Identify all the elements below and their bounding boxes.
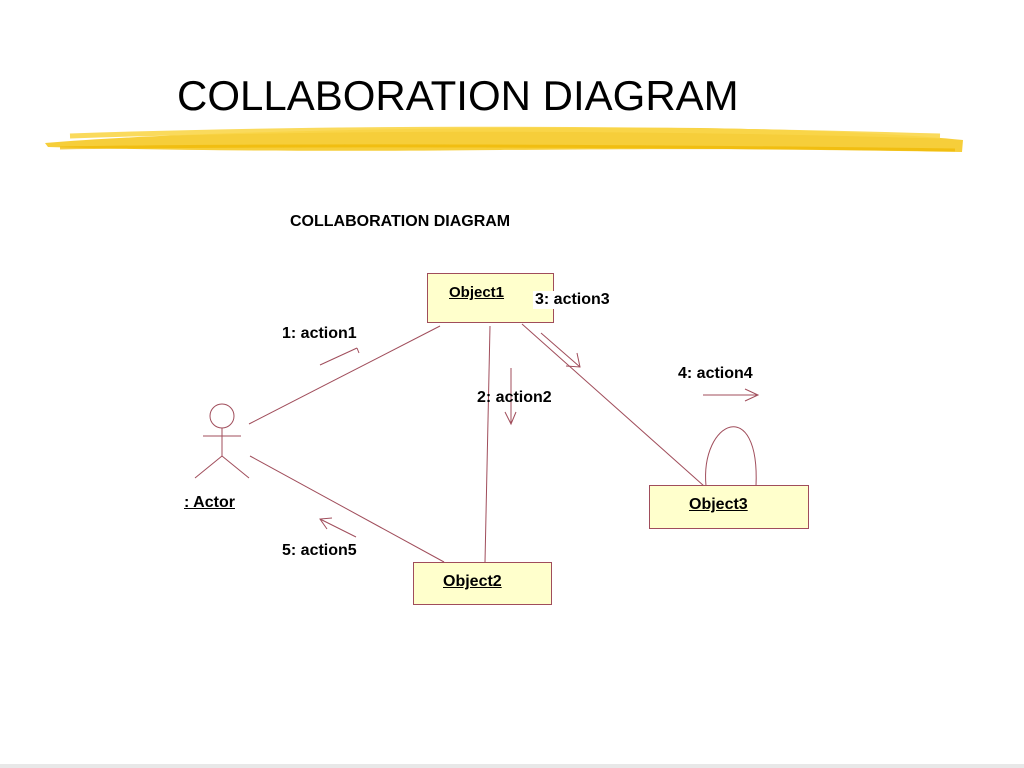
actor-label: : Actor: [184, 494, 235, 511]
arrow-action2: [504, 368, 517, 426]
arrow-action5: [319, 517, 357, 538]
actor-figure: [194, 403, 250, 479]
slide-title: COLLABORATION DIAGRAM: [177, 72, 739, 119]
object2-label: Object2: [443, 573, 502, 590]
message-label-action1: 1: action1: [282, 325, 357, 342]
arrow-action3: [540, 332, 581, 368]
arrow-action4: [703, 388, 760, 402]
title-highlight-stroke: [45, 126, 963, 152]
message-label-action4: 4: action4: [678, 365, 753, 382]
link-actor-object2: [249, 455, 445, 563]
link-object1-object3: [521, 323, 705, 487]
link-actor-object1: [248, 325, 441, 425]
message-label-action3: 3: action3: [533, 291, 612, 309]
message-label-action5: 5: action5: [282, 542, 357, 559]
object1-label: Object1: [449, 284, 505, 301]
object1-box[interactable]: [427, 273, 554, 323]
message-label-action2: 2: action2: [477, 389, 552, 406]
link-object1-object2: [484, 325, 491, 563]
self-loop-object3: [705, 426, 757, 487]
arrow-action1: [319, 347, 360, 366]
object3-label: Object3: [689, 496, 748, 513]
bottom-rule: [0, 764, 1024, 768]
object2-box[interactable]: [413, 562, 552, 605]
object3-box[interactable]: [649, 485, 809, 529]
diagram-heading: COLLABORATION DIAGRAM: [290, 213, 511, 230]
